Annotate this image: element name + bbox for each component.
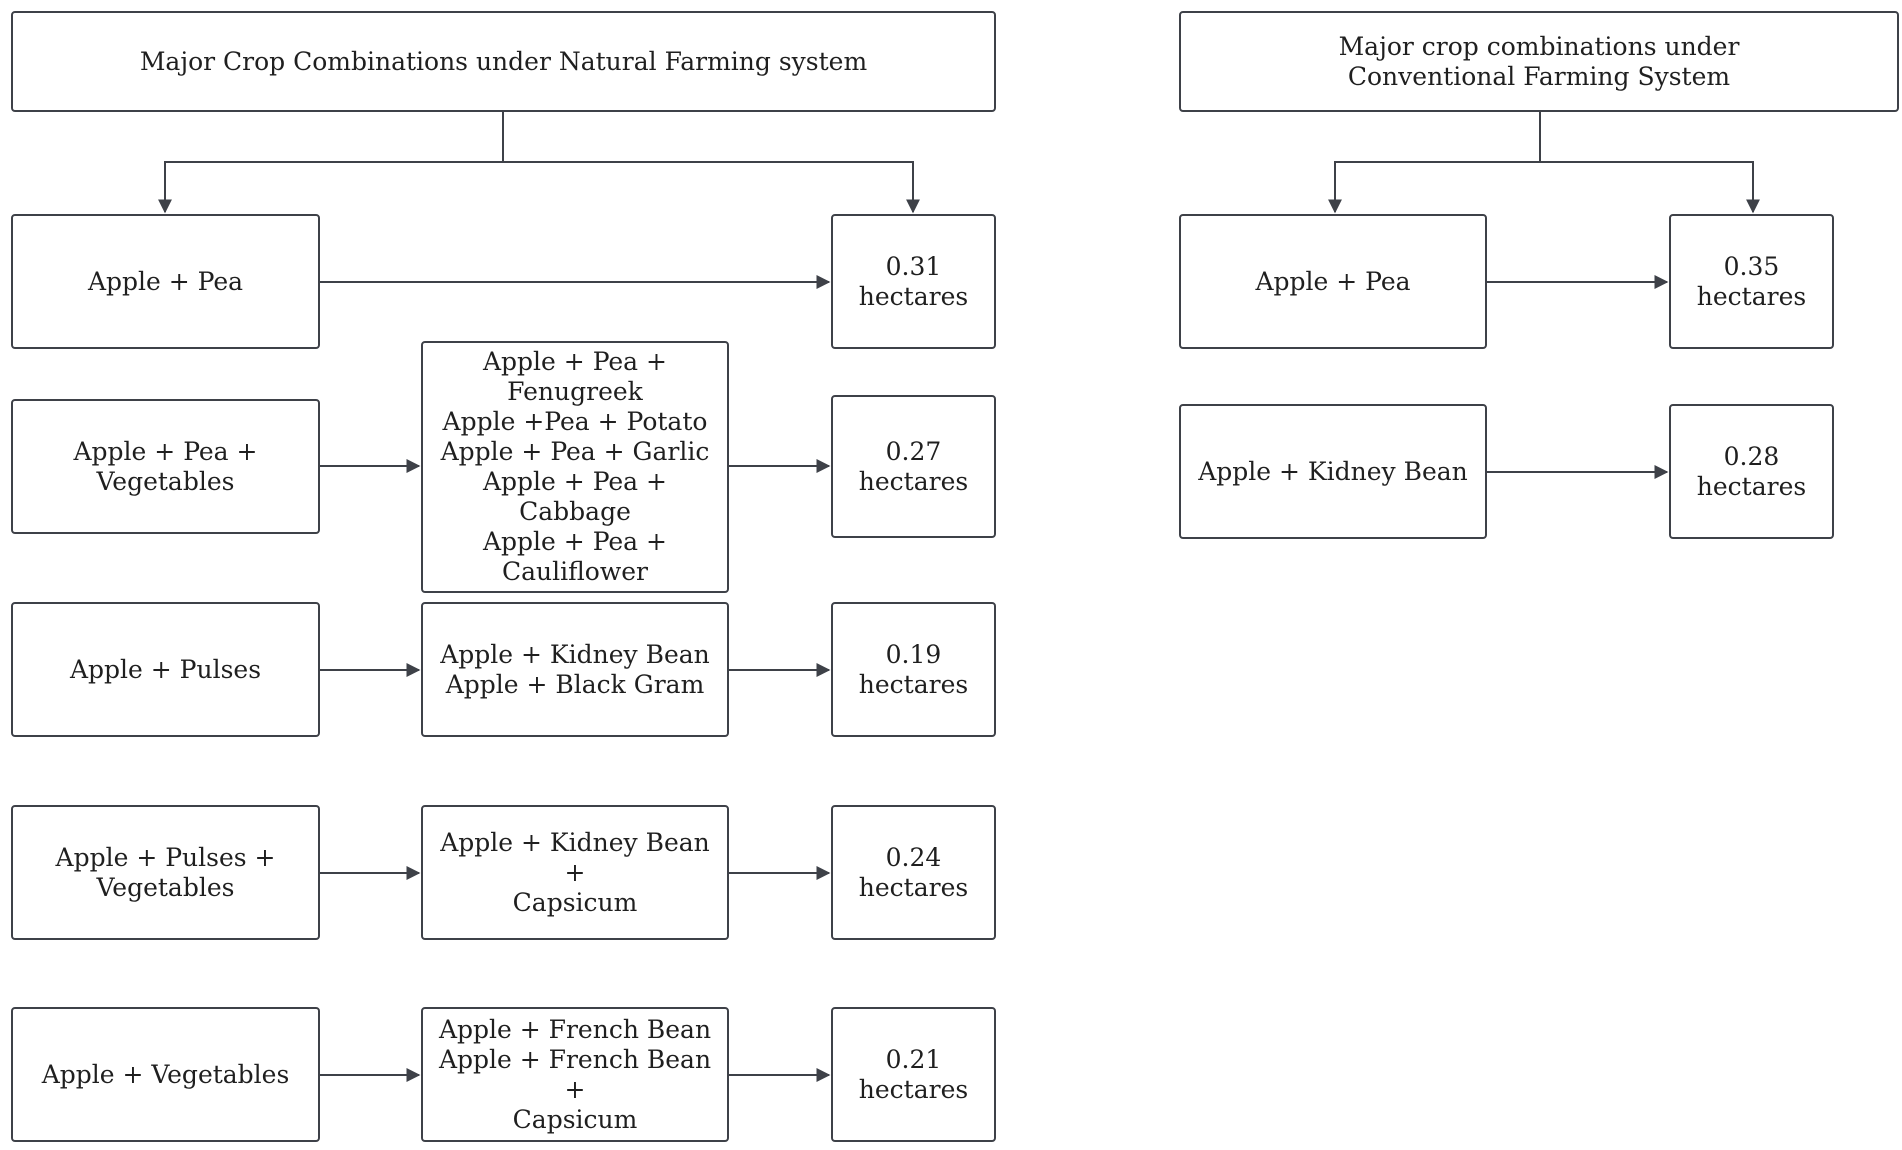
conventional-group-label: Apple + Pea <box>1255 266 1411 296</box>
conventional-group-box-1: Apple + Pea <box>1179 214 1487 349</box>
natural-combo-box-3: Apple + Kidney Bean Apple + Black Gram <box>421 602 729 737</box>
combo-line: Apple +Pea + Potato <box>442 407 708 436</box>
natural-farming-title: Major Crop Combinations under Natural Fa… <box>139 46 868 76</box>
area-unit: hectares <box>858 872 969 902</box>
combo-line: Capsicum <box>512 1104 638 1134</box>
combo-line: Apple + Pea + Cabbage <box>483 467 667 526</box>
combo-line: Apple + Kidney Bean <box>440 639 710 669</box>
area-value: 0.21 <box>885 1044 942 1074</box>
natural-group-box-3: Apple + Pulses <box>11 602 320 737</box>
natural-combo-box-2: Apple + Pea + Fenugreek Apple +Pea + Pot… <box>421 341 729 593</box>
conventional-group-box-2: Apple + Kidney Bean <box>1179 404 1487 539</box>
combo-line: Apple + Black Gram <box>445 669 705 699</box>
combo-line: Apple + Pea + <box>483 347 667 376</box>
natural-group-label: Apple + Pea + Vegetables <box>73 436 258 496</box>
natural-group-label: Apple + Vegetables <box>41 1059 290 1089</box>
natural-combo-box-5: Apple + French Bean Apple + French Bean … <box>421 1007 729 1142</box>
combo-line: Apple + Kidney Bean + <box>440 827 710 887</box>
conventional-area-box-1: 0.35 hectares <box>1669 214 1834 349</box>
area-value: 0.24 <box>885 842 942 872</box>
natural-farming-title-box: Major Crop Combinations under Natural Fa… <box>11 11 996 112</box>
natural-combo-box-4: Apple + Kidney Bean + Capsicum <box>421 805 729 940</box>
natural-area-box-3: 0.19 hectares <box>831 602 996 737</box>
area-unit: hectares <box>1696 281 1807 311</box>
area-value: 0.31 <box>885 251 942 281</box>
area-unit: hectares <box>858 1074 969 1104</box>
natural-group-box-4: Apple + Pulses + Vegetables <box>11 805 320 940</box>
combo-line: Apple + Pea + Garlic <box>440 437 710 466</box>
area-value: 0.27 <box>885 436 942 466</box>
area-unit: hectares <box>858 466 969 496</box>
conventional-farming-title: Major crop combinations under Convention… <box>1338 31 1740 91</box>
natural-group-label: Apple + Pulses + Vegetables <box>55 842 276 902</box>
area-unit: hectares <box>858 669 969 699</box>
natural-group-label: Apple + Pulses <box>69 654 262 684</box>
area-value: 0.19 <box>885 639 942 669</box>
natural-area-box-2: 0.27 hectares <box>831 395 996 538</box>
natural-area-box-5: 0.21 hectares <box>831 1007 996 1142</box>
combo-line: Apple + French Bean <box>438 1014 712 1044</box>
connector-natural-title-to-area <box>503 161 920 214</box>
connector-conventional-title-to-group <box>1328 161 1540 214</box>
combo-line: Apple + Pea + <box>483 527 667 556</box>
natural-area-box-1: 0.31 hectares <box>831 214 996 349</box>
combo-line: Apple + French Bean + <box>438 1044 712 1104</box>
natural-group-box-5: Apple + Vegetables <box>11 1007 320 1142</box>
conventional-farming-title-box: Major crop combinations under Convention… <box>1179 11 1899 112</box>
connector-natural-title-to-group <box>158 161 503 214</box>
natural-area-box-4: 0.24 hectares <box>831 805 996 940</box>
area-unit: hectares <box>858 281 969 311</box>
area-value: 0.35 <box>1723 251 1780 281</box>
conventional-area-box-2: 0.28 hectares <box>1669 404 1834 539</box>
connector-conventional-title-to-area <box>1540 161 1760 214</box>
area-value: 0.28 <box>1723 441 1780 471</box>
natural-group-box-2: Apple + Pea + Vegetables <box>11 399 320 534</box>
natural-group-label: Apple + Pea <box>87 266 244 296</box>
natural-group-box-1: Apple + Pea <box>11 214 320 349</box>
combo-line: Cauliflower <box>502 557 648 586</box>
combo-line: Fenugreek <box>507 377 643 406</box>
area-unit: hectares <box>1696 471 1807 501</box>
combo-line: Capsicum <box>512 887 638 917</box>
conventional-group-label: Apple + Kidney Bean <box>1198 456 1468 486</box>
